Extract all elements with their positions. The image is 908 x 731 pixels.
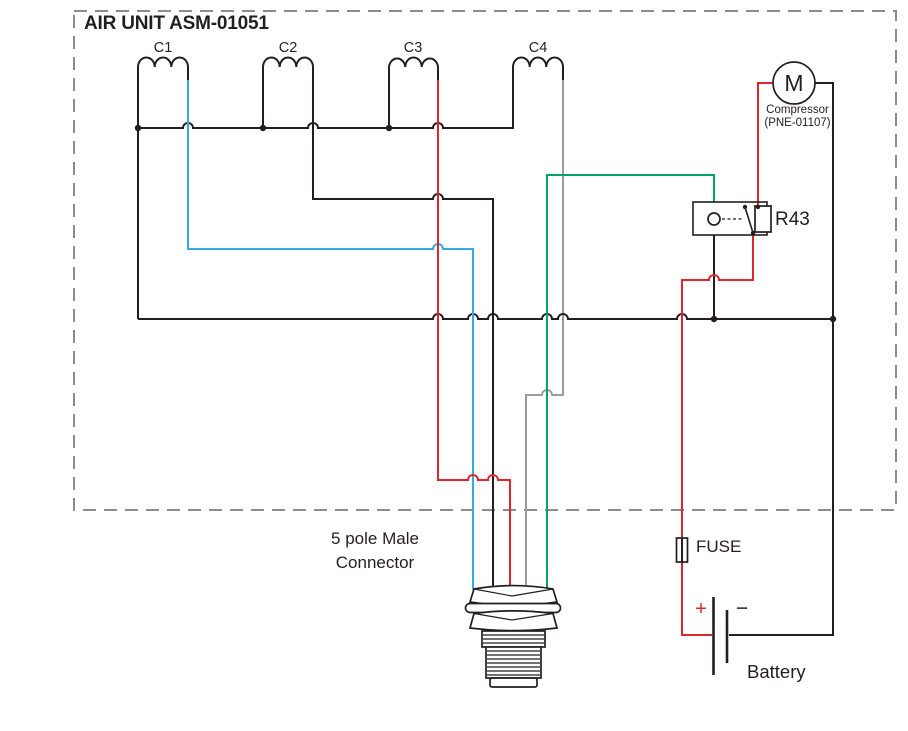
connector-label-line1: 5 pole Male: [331, 529, 419, 548]
wire-black-motor-battery: [729, 82, 834, 636]
coil-c3: [388, 56, 439, 80]
wire-red-c3: [437, 79, 511, 590]
motor-circle: [772, 61, 816, 105]
connector-label-line2: Connector: [335, 553, 415, 572]
relay-contact-dot: [750, 230, 756, 236]
junction-dot: [385, 124, 393, 132]
junction-dot: [259, 124, 267, 132]
fuse-symbol: [675, 537, 689, 563]
relay-symbol: [692, 201, 772, 236]
connector-lower-nut: [468, 610, 559, 632]
coil-c4: [512, 56, 564, 80]
relay-coil-circle: [707, 212, 721, 226]
wire-red-motor-relay: [757, 82, 773, 206]
junction-dot: [710, 315, 718, 323]
battery-negative-sign: −: [735, 597, 749, 620]
connector-top-nut-facet: [473, 588, 554, 597]
wire-black-c2-right: [312, 79, 494, 590]
coil-c2: [262, 56, 314, 80]
motor-name-label: Compressor: [766, 104, 829, 116]
relay-contact-dot: [755, 204, 761, 210]
coil-label-c1: C1: [153, 40, 173, 56]
motor-part-number-label: (PNE-01107): [764, 117, 831, 129]
connector-tip: [489, 677, 538, 688]
wire-green: [546, 174, 715, 590]
coil-label-c4: C4: [528, 40, 548, 56]
battery-label: Battery: [747, 661, 806, 682]
junction-dot: [134, 124, 142, 132]
connector-lower-nut-facet: [473, 612, 554, 621]
coil-c1: [137, 56, 189, 80]
relay-switch-arm: [744, 206, 754, 234]
diagram-title: AIR UNIT ASM-01051: [84, 13, 269, 34]
connector-drawing: [464, 584, 562, 688]
battery-symbol: [712, 597, 729, 675]
fuse-label: FUSE: [696, 537, 742, 556]
air-unit-boundary: [73, 10, 897, 511]
wire-blue: [187, 79, 474, 590]
wire-gray: [525, 79, 564, 590]
wire-black-bus: [138, 313, 833, 320]
wire-black-top-line: [138, 79, 514, 129]
junction-dot: [829, 315, 837, 323]
motor-symbol-label: M: [784, 70, 804, 96]
battery-positive-sign: +: [695, 598, 707, 620]
relay-contact-dot: [742, 204, 748, 210]
coil-label-c3: C3: [403, 40, 423, 56]
connector-rib-lines: [483, 634, 544, 644]
coil-label-c2: C2: [278, 40, 298, 56]
relay-label: R43: [775, 209, 810, 230]
connector-thread-lines: [487, 650, 540, 676]
wire-red-relay-battery: [681, 233, 754, 636]
relay-coil-box: [754, 205, 772, 233]
